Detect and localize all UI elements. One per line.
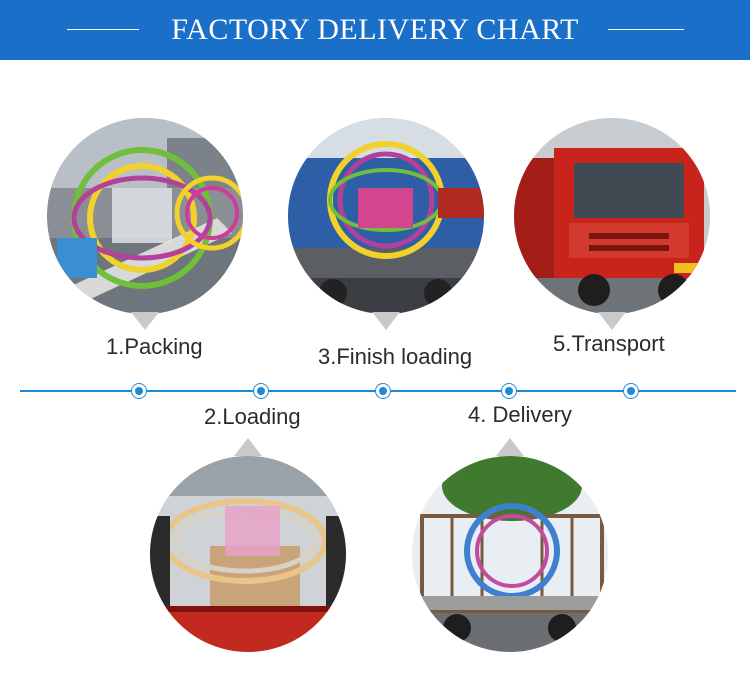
step-label-transport: 5.Transport: [553, 331, 665, 356]
step-label-packing: 1.Packing: [106, 334, 203, 359]
timeline-node: [254, 384, 268, 398]
page-title: FACTORY DELIVERY CHART: [171, 13, 579, 46]
timeline-node: [502, 384, 516, 398]
step-label-loading: 2.Loading: [204, 404, 301, 429]
banner-rule-left: [67, 29, 139, 30]
photo-delivery-pointer: [496, 438, 524, 456]
photo-transport-pointer: [598, 312, 626, 330]
photo-loading-pointer: [234, 438, 262, 456]
photo-delivery-image: [412, 456, 608, 652]
photo-packing-image: [47, 118, 243, 314]
timeline-node: [376, 384, 390, 398]
photo-finish-loading-image: [288, 118, 484, 314]
photo-packing: [47, 118, 243, 330]
step-label-finish-loading: 3.Finish loading: [318, 344, 473, 369]
photo-transport: [514, 118, 710, 330]
photo-loading-image: [150, 456, 346, 652]
banner-rule-right: [608, 29, 684, 30]
photo-delivery: [412, 438, 608, 652]
photo-transport-image: [514, 118, 710, 314]
photo-packing-pointer: [131, 312, 159, 330]
photo-loading: [150, 438, 346, 652]
header-banner: FACTORY DELIVERY CHART: [0, 0, 750, 60]
timeline-node: [132, 384, 146, 398]
photo-finish-loading-pointer: [372, 312, 400, 330]
timeline-node: [624, 384, 638, 398]
photo-finish-loading: [288, 118, 484, 330]
step-label-delivery: 4. Delivery: [468, 402, 572, 427]
